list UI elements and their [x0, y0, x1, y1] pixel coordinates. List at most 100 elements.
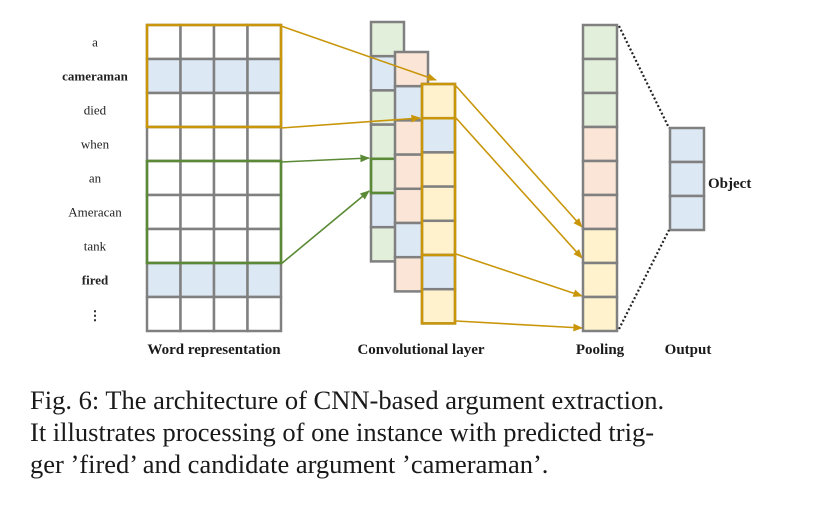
feature-cell — [420, 287, 457, 325]
word-label: cameraman — [62, 69, 128, 84]
embedding-cell — [212, 57, 249, 95]
word-vector-row — [145, 261, 283, 299]
word-vector-row — [145, 57, 283, 95]
embedding-cell — [179, 125, 216, 163]
embedding-cell — [212, 295, 249, 333]
word-representation-label: Word representation — [147, 342, 281, 358]
word-label: fired — [82, 273, 109, 288]
feature-cell — [393, 50, 430, 88]
pooling-cell — [581, 125, 619, 163]
embedding-cell — [179, 23, 216, 61]
pooling-cell — [581, 227, 619, 265]
word-vector-row — [145, 227, 283, 265]
arrow-connector — [455, 253, 583, 297]
arrow-connector — [455, 320, 583, 332]
embedding-cell — [212, 261, 249, 299]
embedding-cell — [246, 91, 283, 129]
word-vector-row — [145, 125, 283, 163]
embedding-cell — [246, 227, 283, 265]
output-cell — [668, 126, 706, 164]
feature-cell — [420, 151, 457, 188]
embedding-cell — [145, 159, 182, 197]
pooling-cell — [581, 193, 619, 231]
output-label: Output — [665, 342, 712, 358]
figure-caption: Fig. 6: The architecture of CNN-based ar… — [30, 384, 820, 480]
yellow-map-border — [420, 82, 457, 325]
word-representation-matrix — [145, 23, 283, 333]
arrow-connector — [280, 114, 421, 129]
feature-cell — [420, 82, 457, 120]
embedding-cell — [145, 193, 182, 231]
word-label: died — [84, 103, 107, 118]
dotted-fc-connection — [618, 25, 670, 129]
embedding-cell — [145, 227, 182, 265]
caption-line: It illustrates processing of one instanc… — [30, 417, 655, 447]
word-vector-row — [145, 23, 283, 61]
pooling-cell — [581, 159, 619, 197]
embedding-cell — [246, 261, 283, 299]
connection-arrows — [280, 25, 583, 332]
arrow-connector — [455, 85, 583, 228]
object-label: Object — [708, 176, 751, 192]
embedding-cell — [179, 159, 216, 197]
caption-line: Fig. 6: The architecture of CNN-based ar… — [30, 385, 665, 415]
embedding-cell — [246, 57, 283, 95]
embedding-cell — [145, 295, 182, 333]
convolutional-layer-label: Convolutional layer — [357, 342, 484, 358]
pooling-cell — [581, 57, 619, 95]
word-vector-row — [145, 159, 283, 197]
embedding-cell — [246, 23, 283, 61]
feature-map-yellow — [420, 82, 457, 325]
embedding-cell — [179, 57, 216, 95]
word-label: an — [89, 171, 102, 186]
pooling-layer — [581, 23, 619, 333]
embedding-cell — [179, 295, 216, 333]
feature-cell — [420, 116, 457, 154]
word-label: Ameracan — [68, 205, 122, 220]
dotted-fc-connection — [618, 229, 670, 330]
arrow-connector — [280, 154, 370, 163]
word-label: ⋮ — [89, 308, 102, 323]
pooling-cell — [581, 23, 619, 61]
word-label: when — [81, 137, 110, 152]
word-label: tank — [84, 239, 107, 254]
embedding-cell — [145, 261, 182, 299]
convolutional-layer — [369, 20, 457, 325]
embedding-cell — [145, 57, 182, 95]
embedding-cell — [212, 227, 249, 265]
embedding-cell — [145, 125, 182, 163]
embedding-cell — [246, 193, 283, 231]
arrow-connector — [280, 25, 437, 81]
embedding-cell — [179, 193, 216, 231]
output-cell — [668, 160, 706, 198]
embedding-cell — [179, 91, 216, 129]
embedding-cell — [179, 227, 216, 265]
output-cell — [668, 194, 706, 232]
word-vector-row — [145, 193, 283, 231]
caption-line: ger ’fired’ and candidate argument ’came… — [30, 449, 549, 479]
feature-cell — [420, 185, 457, 223]
embedding-cell — [145, 23, 182, 61]
embedding-cell — [212, 23, 249, 61]
word-vector-row — [145, 295, 283, 333]
pooling-label: Pooling — [576, 342, 625, 358]
pooling-cell — [581, 91, 619, 129]
embedding-cell — [212, 125, 249, 163]
feature-cell — [420, 219, 457, 257]
embedding-cell — [212, 159, 249, 197]
pooling-cell — [581, 261, 619, 299]
word-vector-row — [145, 91, 283, 129]
arrow-connector — [280, 190, 370, 265]
embedding-cell — [246, 159, 283, 197]
word-label: a — [92, 35, 98, 50]
output-layer — [618, 25, 706, 330]
feature-cell — [369, 20, 406, 58]
arrow-connector — [455, 117, 583, 259]
feature-cell — [420, 253, 457, 291]
window-green — [145, 159, 283, 265]
embedding-cell — [246, 125, 283, 163]
pooling-cell — [581, 295, 619, 333]
embedding-cell — [212, 91, 249, 129]
